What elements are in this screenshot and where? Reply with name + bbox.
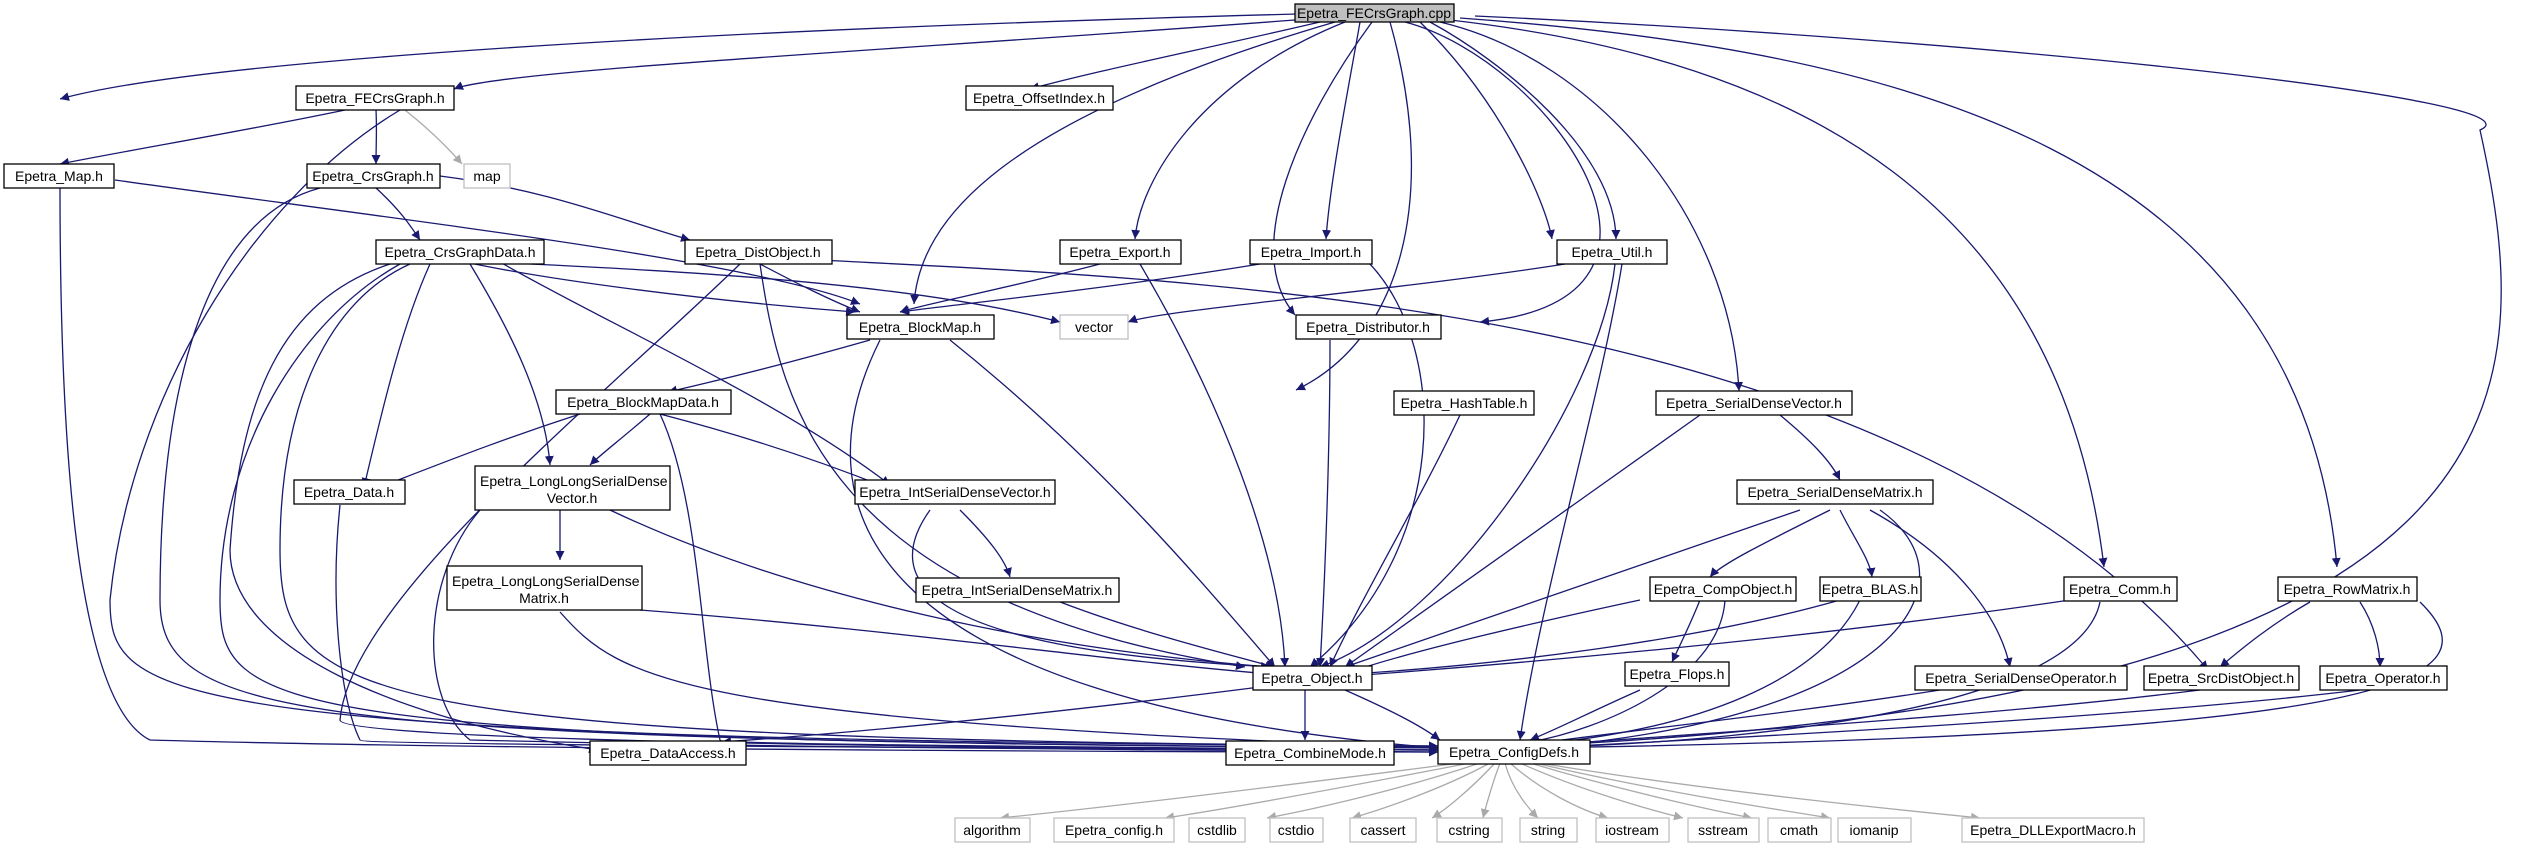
node-map-std-header[interactable]: map bbox=[463, 163, 511, 189]
node-import-header[interactable]: Epetra_Import.h bbox=[1249, 239, 1373, 265]
svg-text:Epetra_Map.h: Epetra_Map.h bbox=[15, 168, 103, 184]
svg-text:Epetra_CrsGraph.h: Epetra_CrsGraph.h bbox=[312, 168, 433, 184]
svg-text:Epetra_Flops.h: Epetra_Flops.h bbox=[1630, 666, 1725, 682]
node-flops-header[interactable]: Epetra_Flops.h bbox=[1624, 661, 1730, 687]
svg-text:Epetra_SerialDenseVector.h: Epetra_SerialDenseVector.h bbox=[1666, 395, 1842, 411]
node-intserialdensevector-header[interactable]: Epetra_IntSerialDenseVector.h bbox=[854, 479, 1056, 505]
node-distributor-header[interactable]: Epetra_Distributor.h bbox=[1295, 314, 1442, 340]
node-combinemode-header[interactable]: Epetra_CombineMode.h bbox=[1225, 740, 1395, 766]
node-util-header[interactable]: Epetra_Util.h bbox=[1556, 239, 1668, 265]
svg-text:algorithm: algorithm bbox=[963, 822, 1021, 838]
svg-text:Epetra_Comm.h: Epetra_Comm.h bbox=[2069, 581, 2171, 597]
svg-text:vector: vector bbox=[1075, 319, 1113, 335]
svg-text:Epetra_BlockMap.h: Epetra_BlockMap.h bbox=[859, 319, 981, 335]
node-cassert-std-header[interactable]: cassert bbox=[1349, 817, 1417, 843]
svg-text:Epetra_DistObject.h: Epetra_DistObject.h bbox=[695, 244, 820, 260]
svg-text:Epetra_Util.h: Epetra_Util.h bbox=[1572, 244, 1653, 260]
svg-text:Epetra_DLLExportMacro.h: Epetra_DLLExportMacro.h bbox=[1970, 822, 2136, 838]
node-cstring-std-header[interactable]: cstring bbox=[1436, 817, 1503, 843]
svg-text:Epetra_config.h: Epetra_config.h bbox=[1065, 822, 1163, 838]
svg-text:Epetra_SerialDenseMatrix.h: Epetra_SerialDenseMatrix.h bbox=[1747, 484, 1922, 500]
svg-text:cassert: cassert bbox=[1360, 822, 1405, 838]
node-srcdistobject-header[interactable]: Epetra_SrcDistObject.h bbox=[2143, 665, 2300, 691]
svg-text:Epetra_ConfigDefs.h: Epetra_ConfigDefs.h bbox=[1449, 744, 1579, 760]
svg-text:Epetra_RowMatrix.h: Epetra_RowMatrix.h bbox=[2284, 581, 2411, 597]
node-export-header[interactable]: Epetra_Export.h bbox=[1059, 239, 1182, 265]
svg-text:iostream: iostream bbox=[1605, 822, 1659, 838]
svg-text:Epetra_IntSerialDenseMatrix.h: Epetra_IntSerialDenseMatrix.h bbox=[922, 582, 1113, 598]
node-fecrsgraph-header[interactable]: Epetra_FECrsGraph.h bbox=[295, 85, 455, 111]
node-epetra-config-header[interactable]: Epetra_config.h bbox=[1053, 817, 1175, 843]
svg-text:Epetra_CrsGraphData.h: Epetra_CrsGraphData.h bbox=[385, 244, 536, 260]
svg-text:Epetra_Operator.h: Epetra_Operator.h bbox=[2325, 670, 2440, 686]
node-rowmatrix-header[interactable]: Epetra_RowMatrix.h bbox=[2277, 576, 2418, 602]
node-longlongserialdensevector-header[interactable]: Epetra_LongLongSerialDense Vector.h bbox=[474, 465, 671, 511]
svg-text:cmath: cmath bbox=[1780, 822, 1818, 838]
node-configdefs-header[interactable]: Epetra_ConfigDefs.h bbox=[1437, 739, 1591, 765]
svg-text:Epetra_SrcDistObject.h: Epetra_SrcDistObject.h bbox=[2148, 670, 2294, 686]
node-dllexportmacro-header[interactable]: Epetra_DLLExportMacro.h bbox=[1961, 817, 2145, 843]
svg-text:sstream: sstream bbox=[1698, 822, 1748, 838]
svg-text:Epetra_FECrsGraph.cpp: Epetra_FECrsGraph.cpp bbox=[1297, 5, 1451, 21]
dependency-edges bbox=[59, 13, 2502, 822]
node-crsgraph-header[interactable]: Epetra_CrsGraph.h bbox=[306, 163, 441, 189]
svg-text:Epetra_Import.h: Epetra_Import.h bbox=[1261, 244, 1361, 260]
svg-text:Epetra_BlockMapData.h: Epetra_BlockMapData.h bbox=[567, 394, 719, 410]
svg-text:Epetra_LongLongSerialDense: Epetra_LongLongSerialDense bbox=[480, 473, 668, 489]
node-serialdensevector-header[interactable]: Epetra_SerialDenseVector.h bbox=[1655, 390, 1853, 416]
node-offsetindex-header[interactable]: Epetra_OffsetIndex.h bbox=[965, 85, 1114, 111]
svg-text:Epetra_SerialDenseOperator.h: Epetra_SerialDenseOperator.h bbox=[1925, 670, 2116, 686]
svg-text:Epetra_HashTable.h: Epetra_HashTable.h bbox=[1401, 395, 1528, 411]
node-data-header[interactable]: Epetra_Data.h bbox=[293, 479, 406, 505]
svg-text:cstdio: cstdio bbox=[1278, 822, 1315, 838]
node-comm-header[interactable]: Epetra_Comm.h bbox=[2063, 576, 2178, 602]
svg-text:cstring: cstring bbox=[1448, 822, 1489, 838]
node-object-header[interactable]: Epetra_Object.h bbox=[1252, 665, 1373, 691]
svg-text:Epetra_Export.h: Epetra_Export.h bbox=[1069, 244, 1170, 260]
node-root-source-file[interactable]: Epetra_FECrsGraph.cpp bbox=[1294, 3, 1455, 23]
svg-text:Epetra_BLAS.h: Epetra_BLAS.h bbox=[1822, 581, 1919, 597]
svg-text:Epetra_DataAccess.h: Epetra_DataAccess.h bbox=[600, 745, 735, 761]
svg-text:Epetra_IntSerialDenseVector.h: Epetra_IntSerialDenseVector.h bbox=[859, 484, 1050, 500]
node-intserialdensematrix-header[interactable]: Epetra_IntSerialDenseMatrix.h bbox=[915, 577, 1120, 603]
svg-text:string: string bbox=[1531, 822, 1565, 838]
node-longlongserialdensematrix-header[interactable]: Epetra_LongLongSerialDense Matrix.h bbox=[446, 565, 643, 611]
svg-text:Epetra_Distributor.h: Epetra_Distributor.h bbox=[1306, 319, 1430, 335]
node-hashtable-header[interactable]: Epetra_HashTable.h bbox=[1393, 390, 1535, 416]
node-cstdio-std-header[interactable]: cstdio bbox=[1269, 817, 1324, 843]
node-compobject-header[interactable]: Epetra_CompObject.h bbox=[1649, 576, 1797, 602]
node-blas-header[interactable]: Epetra_BLAS.h bbox=[1819, 576, 1922, 602]
svg-text:Epetra_LongLongSerialDense: Epetra_LongLongSerialDense bbox=[452, 573, 640, 589]
svg-text:iomanip: iomanip bbox=[1849, 822, 1898, 838]
svg-text:Vector.h: Vector.h bbox=[547, 490, 598, 506]
svg-text:Matrix.h: Matrix.h bbox=[519, 590, 569, 606]
node-cstdlib-std-header[interactable]: cstdlib bbox=[1188, 817, 1246, 843]
node-operator-header[interactable]: Epetra_Operator.h bbox=[2319, 665, 2448, 691]
node-algorithm-std-header[interactable]: algorithm bbox=[954, 817, 1031, 843]
svg-text:Epetra_CompObject.h: Epetra_CompObject.h bbox=[1654, 581, 1793, 597]
node-blockmapdata-header[interactable]: Epetra_BlockMapData.h bbox=[555, 389, 732, 415]
svg-text:map: map bbox=[473, 168, 500, 184]
node-distobject-header[interactable]: Epetra_DistObject.h bbox=[684, 239, 833, 265]
node-string-std-header[interactable]: string bbox=[1519, 817, 1578, 843]
node-serialdensematrix-header[interactable]: Epetra_SerialDenseMatrix.h bbox=[1736, 479, 1934, 505]
svg-text:cstdlib: cstdlib bbox=[1197, 822, 1237, 838]
svg-text:Epetra_FECrsGraph.h: Epetra_FECrsGraph.h bbox=[305, 90, 444, 106]
node-dataaccess-header[interactable]: Epetra_DataAccess.h bbox=[589, 740, 747, 766]
node-iostream-std-header[interactable]: iostream bbox=[1595, 817, 1670, 843]
svg-text:Epetra_Object.h: Epetra_Object.h bbox=[1261, 670, 1362, 686]
svg-text:Epetra_Data.h: Epetra_Data.h bbox=[304, 484, 394, 500]
node-serialdenseoperator-header[interactable]: Epetra_SerialDenseOperator.h bbox=[1914, 665, 2128, 691]
node-blockmap-header[interactable]: Epetra_BlockMap.h bbox=[846, 314, 995, 340]
node-sstream-std-header[interactable]: sstream bbox=[1687, 817, 1760, 843]
node-cmath-std-header[interactable]: cmath bbox=[1767, 817, 1832, 843]
node-crsgraphdata-header[interactable]: Epetra_CrsGraphData.h bbox=[375, 239, 545, 265]
node-map-header[interactable]: Epetra_Map.h bbox=[3, 163, 115, 189]
node-vector-std-header[interactable]: vector bbox=[1059, 314, 1129, 340]
svg-text:Epetra_CombineMode.h: Epetra_CombineMode.h bbox=[1234, 745, 1386, 761]
svg-text:Epetra_OffsetIndex.h: Epetra_OffsetIndex.h bbox=[973, 90, 1105, 106]
node-iomanip-std-header[interactable]: iomanip bbox=[1837, 817, 1912, 843]
